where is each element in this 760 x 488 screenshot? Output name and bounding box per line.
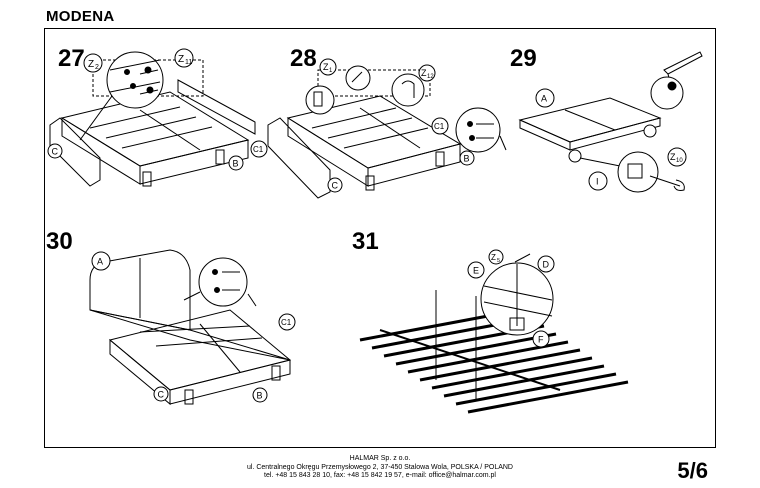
label-i-29: I bbox=[596, 177, 599, 187]
label-z11: Z bbox=[178, 54, 184, 65]
step-29-illustration bbox=[518, 51, 703, 193]
step-31-illustration bbox=[359, 249, 629, 414]
label-c1-30: C1 bbox=[281, 318, 292, 327]
label-c-30: C bbox=[158, 390, 165, 400]
step-27-number: 27 bbox=[58, 45, 85, 72]
footer-contact: tel. +48 15 843 28 10, fax: +48 15 842 1… bbox=[264, 472, 496, 480]
label-z1: Z bbox=[323, 62, 329, 72]
company-footer: HALMAR Sp. z o.o. ul. Centralnego Okręgu… bbox=[200, 455, 560, 481]
label-z5: Z bbox=[491, 253, 496, 262]
label-a-30: A bbox=[97, 257, 103, 267]
step-28-illustration bbox=[267, 58, 507, 199]
step-30-number: 30 bbox=[46, 228, 73, 255]
step-30-illustration bbox=[89, 249, 296, 406]
label-c-27: C bbox=[52, 147, 59, 157]
label-d-31: D bbox=[543, 260, 550, 270]
footer-company-name: HALMAR Sp. z o.o. bbox=[349, 455, 411, 462]
label-z2: Z bbox=[88, 59, 94, 70]
document-title: MODENA bbox=[46, 8, 115, 25]
label-c-28: C bbox=[332, 181, 339, 191]
label-z11-sub: 11 bbox=[185, 59, 192, 66]
footer-address: ul. Centralnego Okręgu Przemysłowego 2, … bbox=[246, 463, 513, 471]
label-b-28: B bbox=[464, 154, 470, 164]
label-z12: Z bbox=[421, 68, 427, 78]
step-28-number: 28 bbox=[290, 45, 317, 72]
label-z5-sub: 5 bbox=[497, 258, 500, 264]
label-z12-sub: 12 bbox=[427, 74, 434, 80]
step-27-illustration bbox=[47, 48, 268, 187]
page-number: 5/6 bbox=[677, 458, 708, 483]
label-z2-sub: 2 bbox=[95, 64, 99, 71]
instruction-frame bbox=[44, 28, 716, 448]
label-z1-sub: 1 bbox=[329, 68, 333, 74]
label-b-30: B bbox=[257, 391, 263, 401]
label-z10-sub: 10 bbox=[676, 158, 683, 164]
label-c1-28: C1 bbox=[434, 122, 445, 131]
label-f-31: F bbox=[538, 335, 544, 345]
label-c1-27: C1 bbox=[253, 145, 264, 154]
step-31-number: 31 bbox=[352, 228, 379, 255]
label-a-29: A bbox=[541, 94, 547, 104]
step-29-number: 29 bbox=[510, 45, 537, 72]
label-z10: Z bbox=[670, 152, 676, 162]
label-e-31: E bbox=[473, 266, 479, 276]
label-b-27: B bbox=[233, 159, 239, 169]
